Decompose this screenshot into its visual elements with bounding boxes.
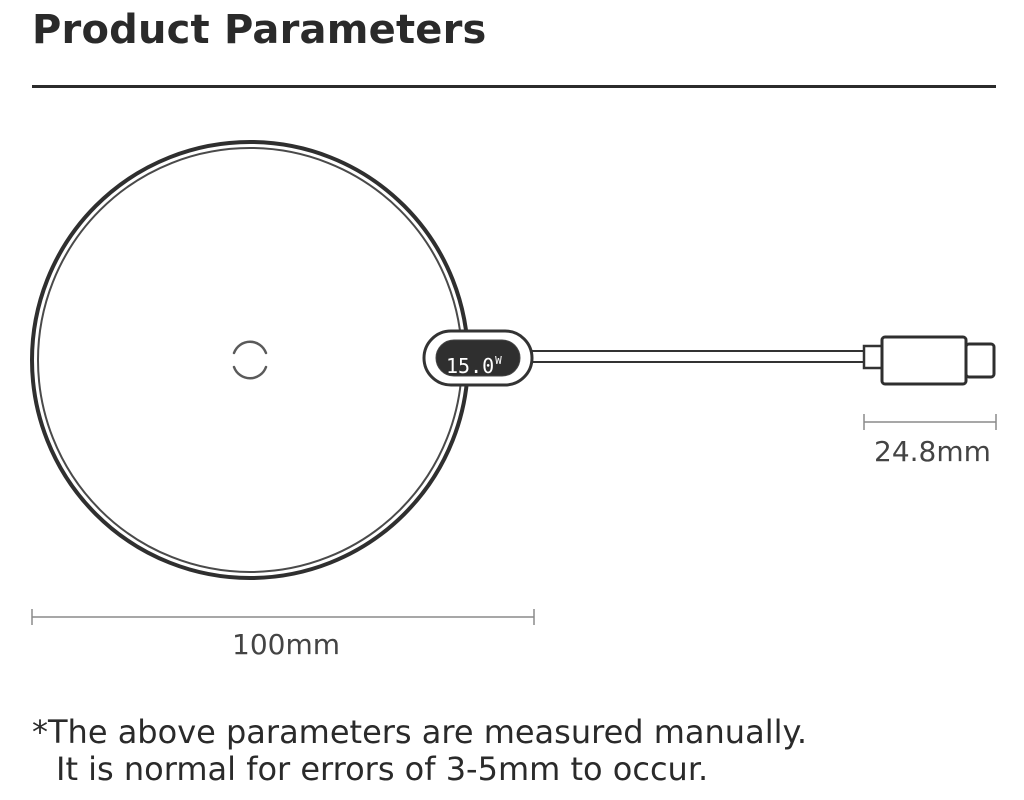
page-title: Product Parameters <box>32 7 487 53</box>
power-readout-unit: W <box>495 354 502 367</box>
pad-diameter-label: 100mm <box>232 628 340 661</box>
power-readout: 15.0W <box>446 348 506 378</box>
measurement-footnote: *The above parameters are measured manua… <box>32 714 807 788</box>
pad-dimension-line <box>31 609 535 625</box>
footnote-line-2: It is normal for errors of 3-5mm to occu… <box>56 750 709 788</box>
power-readout-value: 15.0 <box>446 354 495 378</box>
title-divider <box>32 85 996 88</box>
power-display-screen <box>435 339 521 377</box>
connector-width-label: 24.8mm <box>874 435 991 468</box>
usb-c-connector-plug <box>964 342 996 379</box>
charging-pad-outer-ring <box>30 140 470 580</box>
cable <box>519 350 867 363</box>
usb-c-connector-body <box>880 335 968 386</box>
brand-logo-icon <box>232 340 268 380</box>
connector-dimension-line <box>863 414 997 430</box>
footnote-line-1: *The above parameters are measured manua… <box>32 713 808 751</box>
charging-pad-inner-ring <box>37 147 463 573</box>
